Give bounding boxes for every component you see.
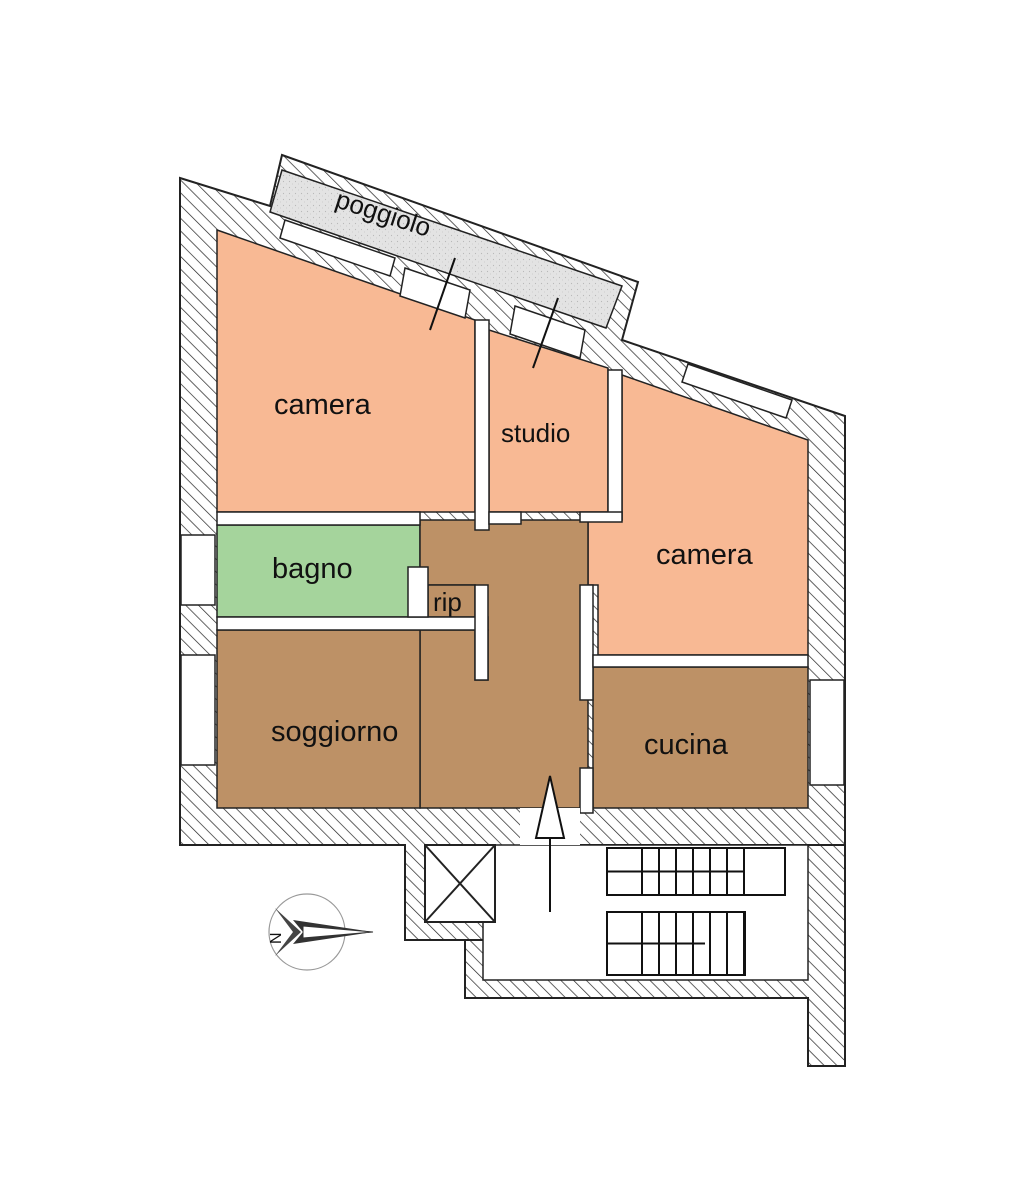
- stairs: [606, 847, 786, 976]
- label-soggiorno: soggiorno: [271, 716, 398, 748]
- door-lines: [429, 257, 559, 369]
- door-balcony-2: [509, 305, 586, 359]
- corridor-floor: [419, 519, 589, 809]
- soggiorno-floor: [216, 629, 421, 809]
- window-camera-left: [279, 219, 396, 277]
- compass: N: [268, 893, 374, 971]
- entry-arrow: [534, 775, 566, 912]
- window-soggiorno: [180, 654, 216, 766]
- label-camera-left: camera: [274, 389, 372, 421]
- windows: [180, 219, 845, 786]
- balcony-floor: [269, 169, 623, 329]
- label-bagno: bagno: [272, 553, 353, 585]
- label-cucina: cucina: [644, 729, 729, 761]
- room-labels: poggiolo camera studio camera bagno rip …: [271, 184, 754, 761]
- label-rip: rip: [433, 587, 462, 617]
- bagno-floor: [216, 524, 421, 618]
- label-camera-right: camera: [656, 539, 754, 571]
- window-camera-right: [681, 363, 793, 419]
- room-floors: [216, 228, 809, 809]
- interior-walls: [216, 319, 809, 814]
- elevator-cross-2: [424, 844, 496, 923]
- window-bagno: [180, 534, 216, 606]
- door-balcony-1: [399, 267, 471, 319]
- compass-north-letter: N: [268, 932, 285, 944]
- window-cucina: [809, 679, 845, 786]
- cucina-floor: [592, 666, 809, 809]
- label-studio: studio: [501, 418, 570, 448]
